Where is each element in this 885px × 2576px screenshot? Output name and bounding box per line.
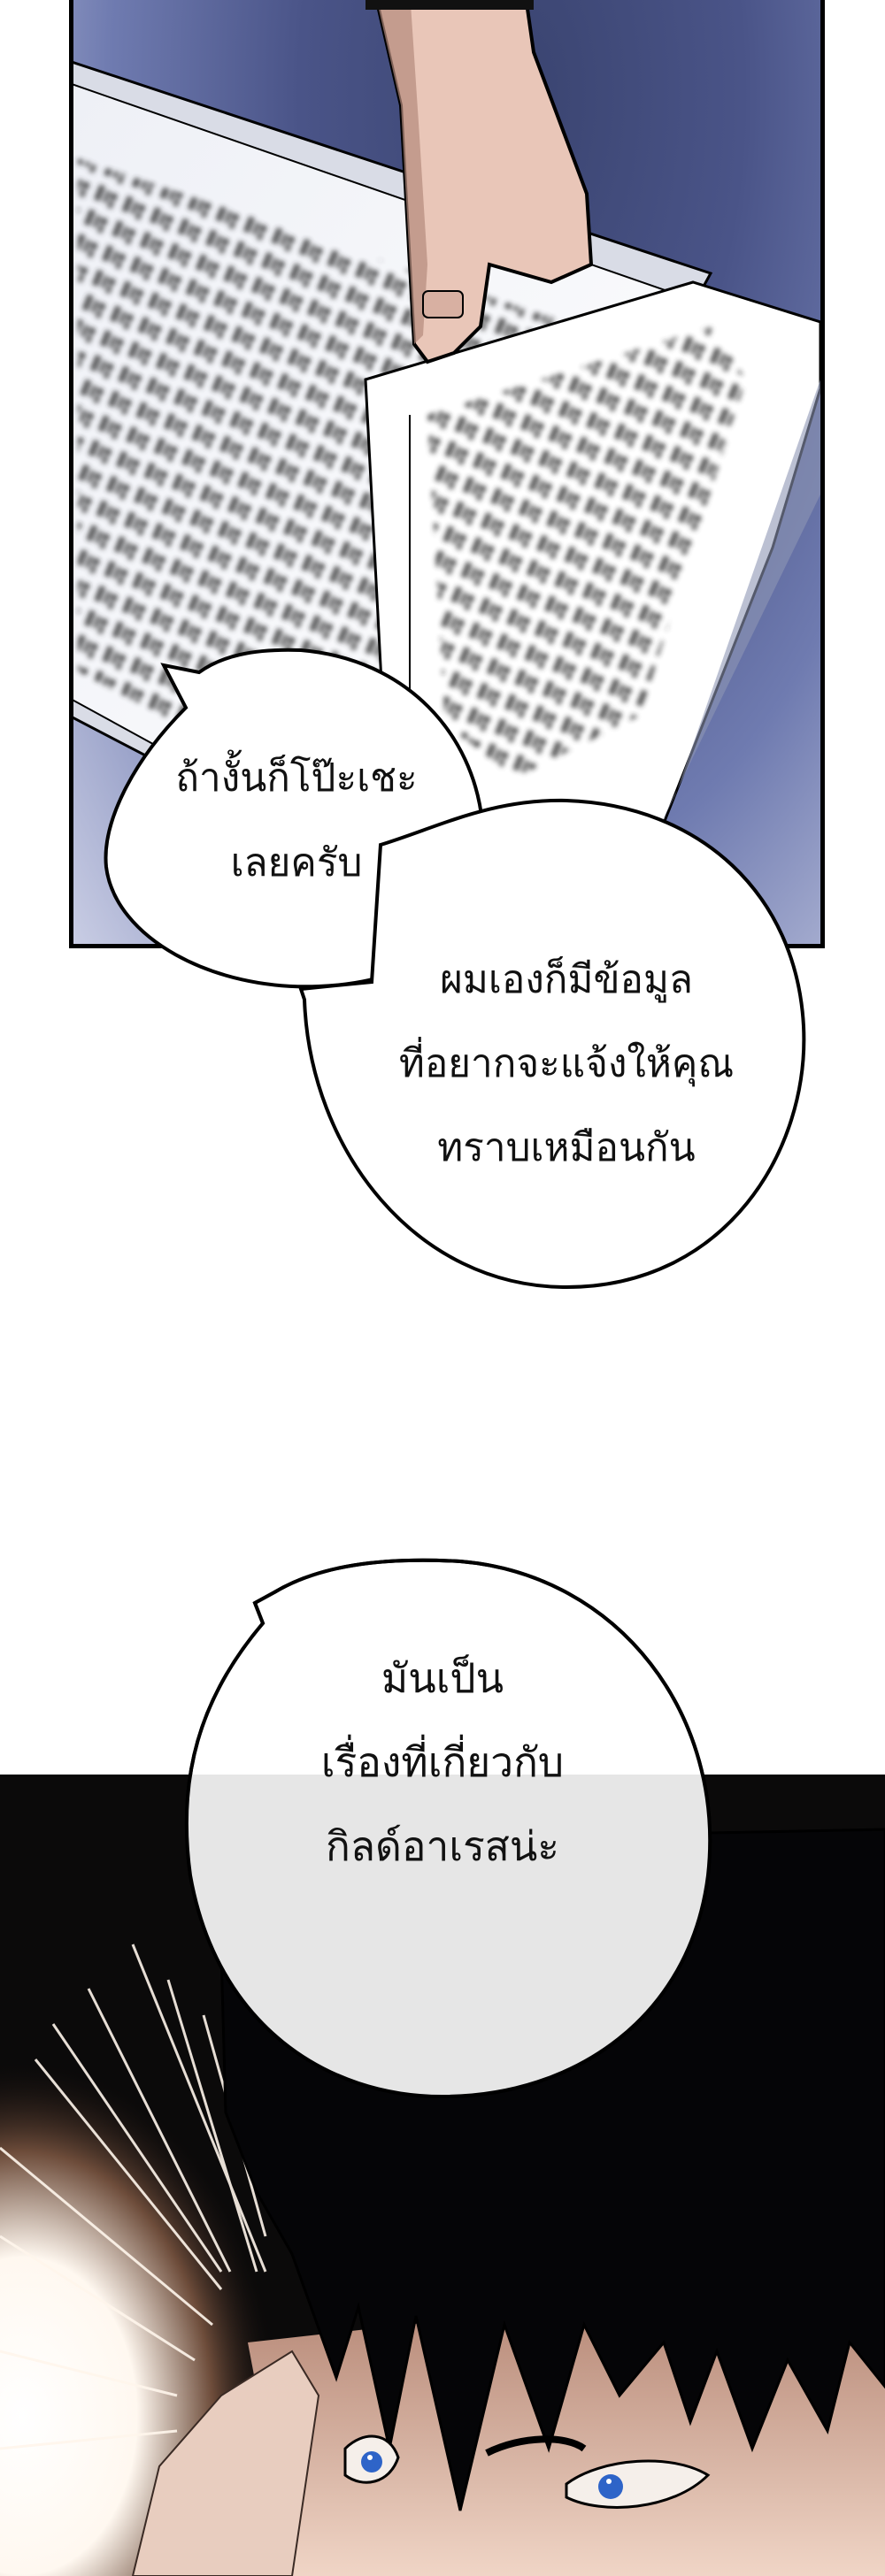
hand-near-face <box>131 2350 320 2576</box>
speed-lines <box>0 1944 267 2450</box>
eye-right <box>485 2435 711 2509</box>
bubble-c-line-1: มันเป็น <box>381 1654 504 1702</box>
panel-character-closeup <box>0 1775 885 2576</box>
bubble-a-line-1: ถ้างั้นก็โป๊ะเชะ <box>175 755 418 801</box>
bubble-a-line-2: เลยครับ <box>230 840 363 886</box>
bubble-b-line-3: ทราบเหมือนกัน <box>437 1125 696 1170</box>
bubble-c-line-2: เรื่องที่เกี่ยวกับ <box>320 1738 565 1786</box>
bubble-a-text: ถ้างั้นก็โป๊ะเชะ เลยครับ <box>115 736 478 906</box>
hand <box>366 0 594 364</box>
bubble-b-text: ผมเองก็มีข้อมูล ที่อยากจะแจ้งให้คุณ ทราบ… <box>345 938 788 1190</box>
eye-left <box>343 2434 400 2484</box>
bubble-c-line-3: กิลด์อาเรสน่ะ <box>325 1822 560 1870</box>
bubble-b-line-2: ที่อยากจะแจ้งให้คุณ <box>398 1041 735 1086</box>
character-illustration <box>0 1776 885 2576</box>
bubble-b-line-1: ผมเองก็มีข้อมูล <box>440 957 693 1002</box>
bubble-c-text: มันเป็น เรื่องที่เกี่ยวกับ กิลด์อาเรสน่ะ <box>230 1637 655 1889</box>
